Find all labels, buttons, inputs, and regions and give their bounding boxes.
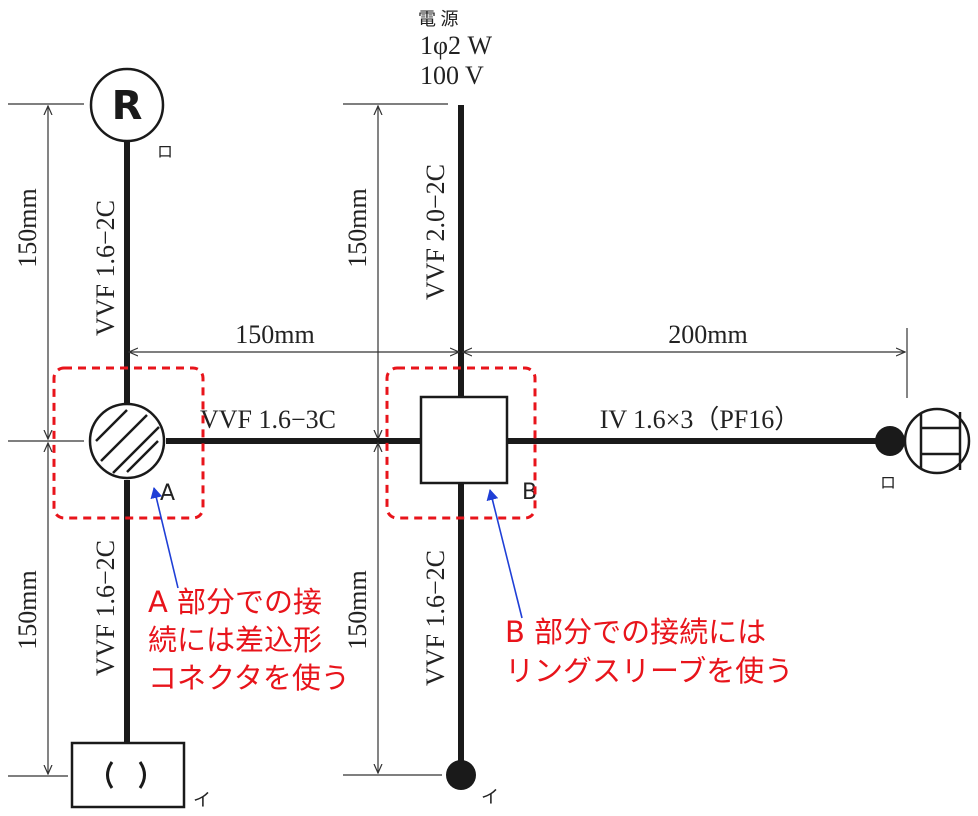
power-source-voltage: 100 V: [420, 61, 484, 90]
cable-horizontal-left-label: VVF 1.6−3C: [200, 405, 336, 434]
power-source-title: 電 源: [418, 9, 459, 29]
ceiling-light-symbol: [70, 741, 186, 809]
note-b-line-1: B 部分での接続には: [505, 615, 766, 649]
cable-center-lower-label: VVF 1.6−2C: [421, 550, 450, 686]
receptacle-marker: ロ: [157, 144, 173, 161]
note-a-line-1: A 部分での接: [148, 585, 322, 619]
switch-dot-symbol: [446, 760, 476, 790]
cable-horizontal-right-label: IV 1.6×3（PF16）: [600, 405, 801, 434]
junction-box-a-symbol: [88, 402, 166, 480]
note-b: B 部分での接続には リングスリーブを使う: [505, 615, 793, 688]
junction-box-b-symbol: [419, 395, 509, 485]
cable-left-upper-label: VVF 1.6−2C: [91, 200, 120, 336]
note-a-line-2: 続には差込形: [148, 623, 322, 657]
dim-horizontal-right-label: 200mm: [668, 320, 747, 349]
dim-left-upper-label: 150mm: [13, 188, 42, 267]
highlight-box-b: [385, 366, 537, 520]
dim-left-lower-label: 150mm: [13, 570, 42, 649]
cable-center-upper-label: VVF 2.0−2C: [421, 164, 450, 300]
outlet-marker: ロ: [880, 475, 896, 492]
outlet-symbol: [875, 407, 971, 475]
receptacle-r-symbol: R: [89, 67, 165, 143]
box-a-label: A: [160, 481, 175, 506]
receptacle-letter: R: [112, 83, 143, 129]
note-b-line-2: リングスリーブを使う: [505, 654, 793, 688]
leader-arrow-a: [150, 487, 179, 589]
dim-center-upper-label: 150mm: [343, 188, 372, 267]
dim-center-lower-label: 150mm: [343, 570, 372, 649]
dim-horizontal-left-label: 150mm: [235, 320, 314, 349]
cable-left-lower-label: VVF 1.6−2C: [91, 540, 120, 676]
box-b-label: B: [522, 480, 537, 505]
highlight-box-a: [52, 366, 205, 520]
leader-arrow-b: [486, 489, 523, 619]
note-a: A 部分での接 続には差込形 コネクタを使う: [148, 585, 350, 695]
note-a-line-3: コネクタを使う: [148, 661, 350, 695]
light-center-marker: イ: [481, 787, 499, 807]
light-left-marker: イ: [193, 790, 211, 810]
power-source-phase: 1φ2 W: [420, 31, 493, 60]
